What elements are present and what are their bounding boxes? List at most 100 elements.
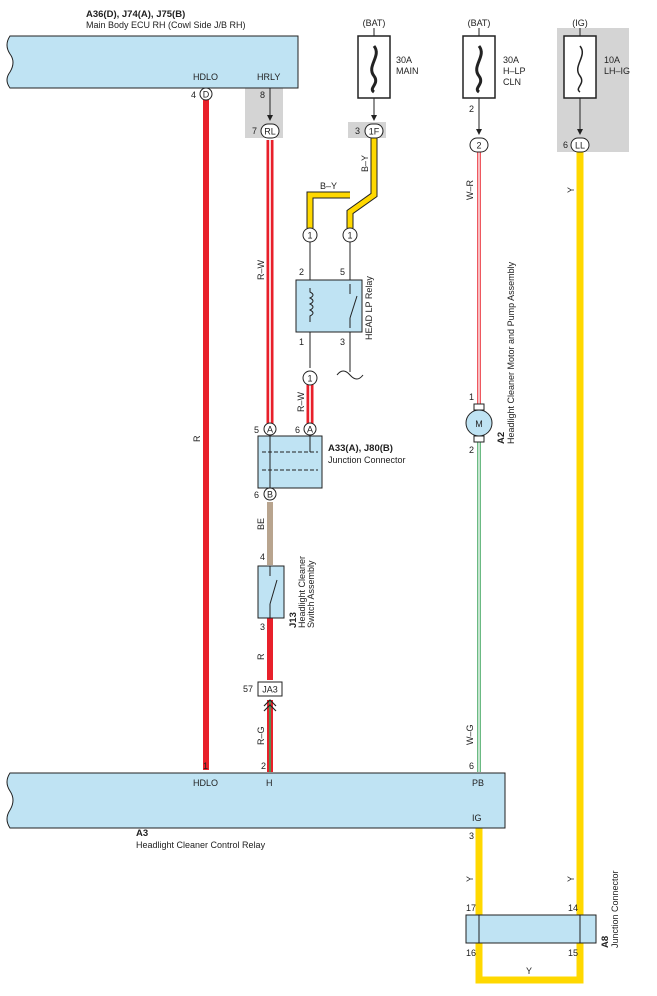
- fuse-main-pin: 3: [355, 126, 360, 136]
- switch-pin-3: 3: [260, 622, 265, 632]
- label-wire-by-top: B–Y: [320, 181, 337, 191]
- motor-name: Headlight Cleaner Motor and Pump Assembl…: [506, 261, 516, 444]
- a3-pin-2: 2: [261, 761, 266, 771]
- junction-pin-5: 5: [254, 425, 259, 435]
- label-wire-y-loop: Y: [526, 966, 532, 976]
- ecu-connector-d-label: D: [203, 90, 210, 100]
- label-wire-rg: R–G: [256, 726, 266, 745]
- fuse-main-box: [357, 35, 391, 99]
- a3-terminal-hdlo: HDLO: [193, 778, 218, 788]
- fuse-main-symbol: [370, 45, 378, 94]
- label-wire-wr: W–R: [465, 180, 475, 201]
- relay-switch-icon: [349, 295, 358, 319]
- relay-pin-2: 2: [299, 267, 304, 277]
- a8-pin-15: 15: [568, 948, 578, 958]
- junction-pin-6a: 6: [295, 425, 300, 435]
- junction-code: A33(A), J80(B): [328, 443, 393, 454]
- ecu-connector-d: [199, 87, 213, 101]
- main-body-ecu-box: [6, 35, 299, 89]
- ecu-terminal-hrly: HRLY: [257, 72, 280, 82]
- motor-code: A2: [496, 432, 507, 444]
- a3-pin-1: 1: [203, 761, 208, 771]
- wire-y-loop: [475, 943, 584, 984]
- fuse-ig-source: (IG): [572, 18, 588, 28]
- hrly-connector-rl: [260, 123, 280, 139]
- junction-name: Junction Connector: [328, 455, 406, 465]
- motor-symbol: M: [475, 419, 483, 429]
- relay-connector-1a-label: 1: [307, 231, 312, 241]
- a3-terminal-pb: PB: [472, 778, 484, 788]
- ecu-pin-8: 8: [260, 90, 265, 100]
- ja3-chevron-1: [263, 699, 277, 707]
- junction-conn-a-right: [303, 422, 317, 436]
- relay-pin-1: 1: [299, 337, 304, 347]
- motor-pin-1: 1: [469, 392, 474, 402]
- fuse-ig-rating: 10A: [604, 55, 620, 65]
- a3-terminal-h: H: [266, 778, 273, 788]
- fuse-ig-pin: 6: [563, 140, 568, 150]
- fuse-hlp-symbol: [475, 45, 483, 94]
- a3-name: Headlight Cleaner Control Relay: [136, 840, 266, 850]
- fuse-ig-name: LH–IG: [604, 66, 630, 76]
- wire-by-main: [347, 138, 377, 228]
- a3-pin-3: 3: [469, 831, 474, 841]
- switch-code: J13: [288, 612, 299, 628]
- label-wire-y-right: Y: [566, 187, 576, 193]
- relay-connector-1c: [302, 370, 318, 386]
- ja3-chevron-2: [263, 704, 277, 712]
- junction-conn-b-label: B: [267, 490, 273, 500]
- fuse-ig-box: [563, 35, 597, 99]
- junction-conn-a-left-label: A: [267, 425, 273, 435]
- fuse-hlp-source: (BAT): [468, 18, 491, 28]
- wire-by-branch-outline: [306, 191, 350, 228]
- a8-pin-16: 16: [466, 948, 476, 958]
- fuse-ig-symbol: [577, 45, 583, 93]
- junction-a8-box: [465, 914, 597, 944]
- ja3-label: JA3: [262, 685, 278, 695]
- ecu-terminal-hdlo: HDLO: [193, 72, 218, 82]
- switch-lever-icon: [269, 579, 278, 605]
- headlight-cleaner-switch-box: [257, 565, 285, 619]
- fuse-main-name: MAIN: [396, 66, 419, 76]
- relay-connector-1b-label: 1: [347, 231, 352, 241]
- wire-by-branch: [307, 192, 350, 228]
- junction-connector-box: [257, 435, 323, 489]
- fuse-hlp-connector: [469, 137, 489, 153]
- ja3-pin: 57: [243, 684, 253, 694]
- label-wire-y-bottom-right: Y: [566, 876, 576, 882]
- label-wire-be: BE: [256, 518, 266, 530]
- relay-coil-icon: [308, 288, 314, 322]
- fuse-main-rating: 30A: [396, 55, 412, 65]
- wire-by-main-outline: [346, 138, 378, 228]
- label-wire-y-bottom-left: Y: [465, 876, 475, 882]
- ecu-pin-4: 4: [191, 90, 196, 100]
- relay-connector-1b: [342, 227, 358, 243]
- a3-pin-6: 6: [469, 761, 474, 771]
- relay-name: HEAD LP Relay: [364, 276, 374, 340]
- fuse-main-source: (BAT): [363, 18, 386, 28]
- head-lp-relay-box: [295, 279, 363, 333]
- fuse-hlp-box: [462, 35, 496, 99]
- relay-pin-3: 3: [340, 337, 345, 347]
- a8-name: Junction Connector: [610, 870, 620, 948]
- fuse-hlp-connector-label: 2: [476, 141, 481, 151]
- junction-conn-a-right-label: A: [307, 425, 313, 435]
- junction-conn-b: [263, 487, 277, 501]
- fuse-hlp-pin: 2: [469, 104, 474, 114]
- fuse-hlp-name-1: H–LP: [503, 66, 526, 76]
- a8-pin-17: 17: [466, 903, 476, 913]
- label-wire-r-lower: R: [256, 653, 266, 660]
- junction-conn-a-left: [263, 422, 277, 436]
- junction-pin-6b: 6: [254, 490, 259, 500]
- hrly-connector-rl-label: RL: [264, 127, 276, 137]
- a3-code: A3: [136, 828, 148, 839]
- control-relay-box: [6, 772, 506, 829]
- switch-pin-4: 4: [260, 552, 265, 562]
- motor-brush-top: [473, 403, 485, 411]
- relay-lead-3-open-end: [336, 370, 364, 380]
- ja3-connector: [257, 681, 283, 697]
- fuse-ig-connector-label: LL: [575, 141, 585, 151]
- motor-brush-bottom: [473, 435, 485, 443]
- switch-name-1: Headlight Cleaner: [297, 556, 307, 628]
